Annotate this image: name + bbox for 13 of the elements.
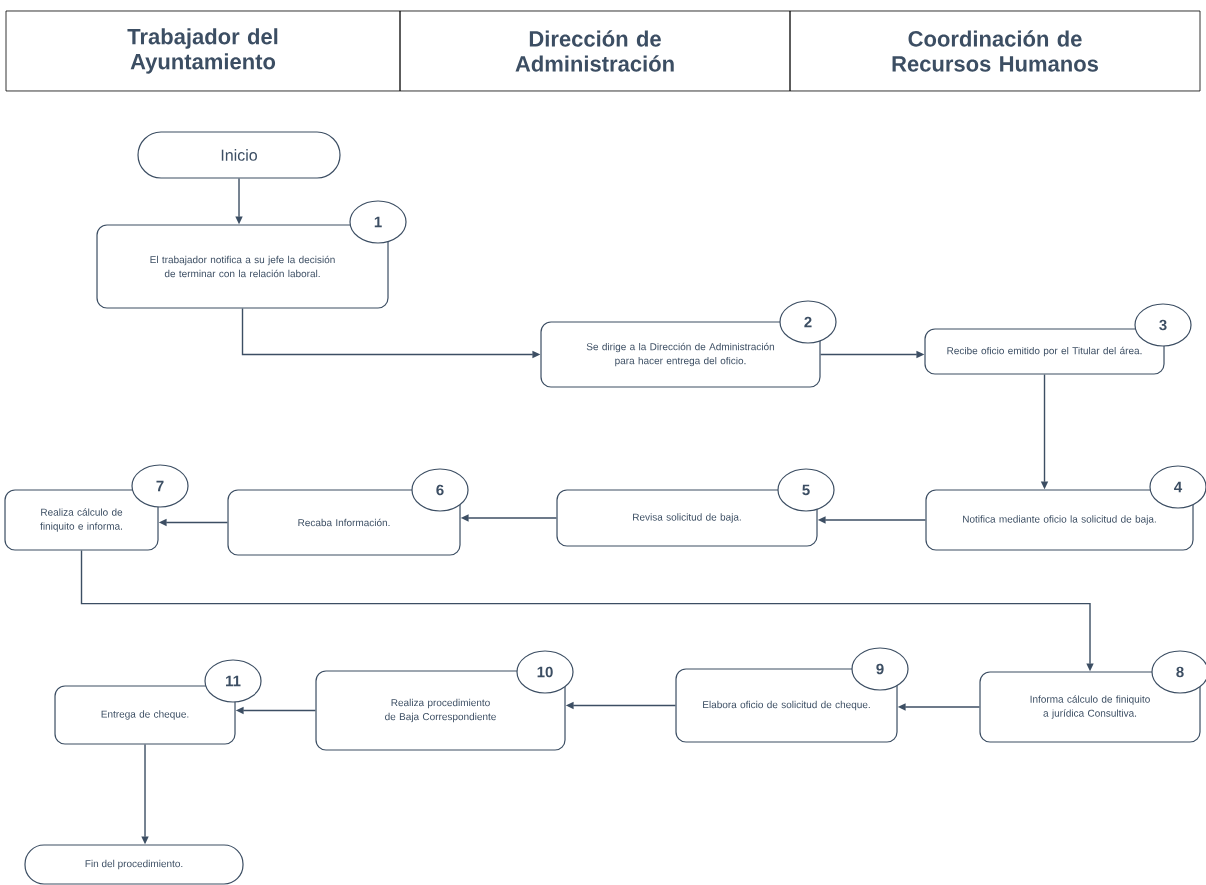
step-number: 5 <box>777 468 835 512</box>
process-box: Realiza cálculo de finiquito e informa. <box>4 489 159 551</box>
step-number: 6 <box>411 468 469 512</box>
header-cell: Trabajador del Ayuntamiento <box>5 10 401 92</box>
step-number: 3 <box>1134 303 1192 347</box>
step-number: 8 <box>1151 650 1206 694</box>
step-number: 9 <box>851 647 909 691</box>
step-number: 2 <box>779 300 837 344</box>
header-cell: Coordinación de Recursos Humanos <box>789 10 1201 92</box>
step-number: 10 <box>516 650 574 694</box>
step-number: 7 <box>131 464 189 508</box>
step-number: 11 <box>204 659 262 703</box>
header-cell: Dirección de Administración <box>399 10 791 92</box>
